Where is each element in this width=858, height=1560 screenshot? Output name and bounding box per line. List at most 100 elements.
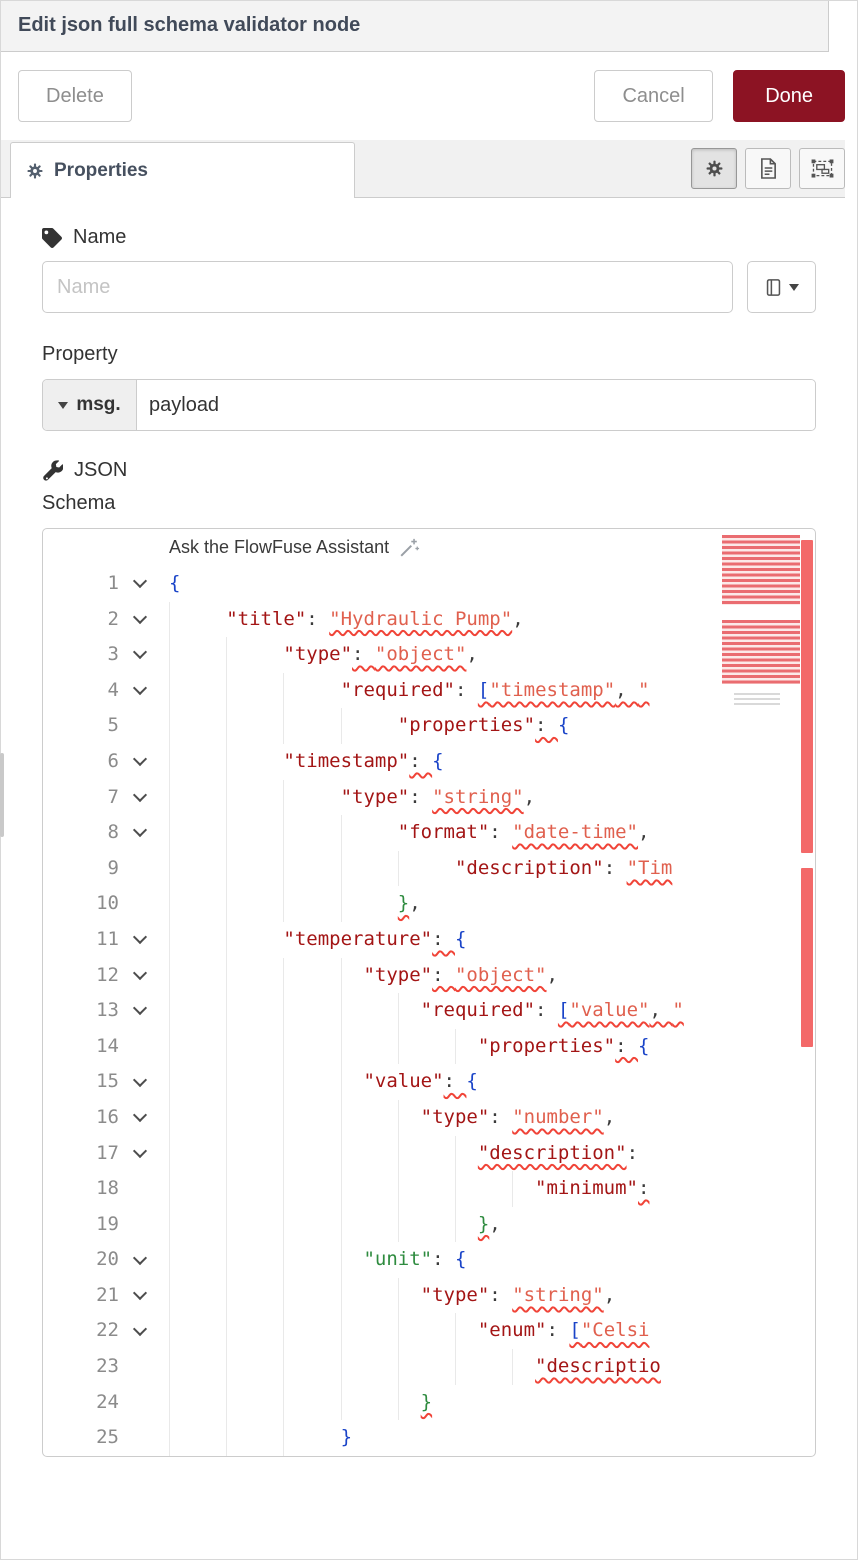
appearance-pane-button[interactable] xyxy=(799,148,845,189)
wrench-icon xyxy=(43,460,63,481)
code-line[interactable]: 24} xyxy=(43,1384,815,1421)
code-line[interactable]: 17"description": xyxy=(43,1135,815,1172)
code-line[interactable]: 16"type": "number", xyxy=(43,1099,815,1136)
edit-form: Name Property msg. JSON Schema Ask the F… xyxy=(0,226,858,1457)
code-line[interactable]: 2"title": "Hydraulic Pump", xyxy=(43,601,815,638)
fold-chevron-icon[interactable] xyxy=(119,958,161,994)
code-line[interactable]: 1{ xyxy=(43,566,815,602)
fold-chevron-icon[interactable] xyxy=(119,566,161,602)
code-line[interactable]: 14"properties": { xyxy=(43,1028,815,1065)
code-line[interactable]: 18"minimum": xyxy=(43,1171,815,1207)
indent-guide xyxy=(283,850,285,887)
code-line[interactable]: 23"descriptio xyxy=(43,1349,815,1385)
fold-chevron-icon[interactable] xyxy=(119,1278,161,1314)
indent-guide xyxy=(512,1171,514,1207)
line-number: 1 xyxy=(107,572,119,594)
minimap[interactable] xyxy=(722,530,800,706)
fold-chevron-icon[interactable] xyxy=(119,922,161,958)
fold-spacer xyxy=(119,1420,161,1456)
fold-chevron-icon[interactable] xyxy=(119,637,161,673)
indent-guide xyxy=(169,1384,170,1421)
indent-guide xyxy=(283,993,285,1029)
indent-guide xyxy=(340,815,342,851)
description-pane-button[interactable] xyxy=(745,148,791,189)
code-line[interactable]: 9"description": "Tim xyxy=(43,850,815,887)
indent-guide xyxy=(169,779,170,816)
code-line[interactable]: 11"temperature": { xyxy=(43,921,815,958)
code-line[interactable]: 21"type": "string", xyxy=(43,1277,815,1314)
code-text: "enum": ["Celsi xyxy=(169,1313,722,1350)
code-line[interactable]: 19}, xyxy=(43,1206,815,1243)
indent-guide xyxy=(283,1206,285,1243)
properties-pane-button[interactable] xyxy=(691,148,737,189)
fold-chevron-icon[interactable] xyxy=(119,780,161,816)
code-area[interactable]: 1{2"title": "Hydraulic Pump",3"type": "o… xyxy=(43,566,815,1456)
code-line[interactable]: 25} xyxy=(43,1420,815,1456)
page-scrollbar-thumb[interactable] xyxy=(0,753,4,837)
code-text: "type": "number", xyxy=(169,1099,722,1136)
done-button[interactable]: Done xyxy=(733,70,845,122)
fold-chevron-icon[interactable] xyxy=(119,602,161,638)
fold-chevron-icon[interactable] xyxy=(119,1064,161,1100)
property-label: Property xyxy=(42,343,118,365)
fold-chevron-icon[interactable] xyxy=(119,1136,161,1172)
indent-guide xyxy=(226,1384,228,1421)
fold-chevron-icon[interactable] xyxy=(119,815,161,851)
code-line[interactable]: 13"required": ["value", " xyxy=(43,993,815,1029)
dialog-header: Edit json full schema validator node xyxy=(0,0,829,52)
fold-chevron-icon[interactable] xyxy=(119,673,161,709)
line-number: 9 xyxy=(107,856,119,879)
fold-spacer xyxy=(119,1385,161,1421)
fold-chevron-icon[interactable] xyxy=(119,1242,161,1278)
code-line[interactable]: 5"properties": { xyxy=(43,708,815,744)
fold-chevron-icon[interactable] xyxy=(119,1313,161,1349)
code-line[interactable]: 12"type": "object", xyxy=(43,957,815,994)
indent-guide xyxy=(226,1420,228,1456)
code-text: }, xyxy=(169,886,722,922)
indent-guide xyxy=(283,1064,285,1100)
property-label-row: Property xyxy=(42,343,816,366)
indent-guide xyxy=(226,1135,228,1172)
code-line[interactable]: 10}, xyxy=(43,886,815,922)
code-line[interactable]: 3"type": "object", xyxy=(43,637,815,673)
indent-guide xyxy=(169,815,170,851)
toolbar-right-group: Cancel Done xyxy=(594,70,845,122)
code-line[interactable]: 20"unit": { xyxy=(43,1242,815,1278)
fold-chevron-icon[interactable] xyxy=(119,744,161,780)
indent-guide xyxy=(397,1277,399,1314)
code-line[interactable]: 4"required": ["timestamp", " xyxy=(43,672,815,709)
indent-guide xyxy=(169,1206,170,1243)
indent-guide xyxy=(340,708,342,744)
gear-icon xyxy=(27,163,43,178)
indent-guide xyxy=(397,1028,399,1065)
flowfuse-assistant-hint[interactable]: Ask the FlowFuse Assistant xyxy=(43,529,815,566)
indent-guide xyxy=(169,886,170,922)
code-line[interactable]: 22 "enum": ["Celsi xyxy=(43,1313,815,1350)
indent-guide xyxy=(226,815,228,851)
cancel-button[interactable]: Cancel xyxy=(594,70,713,122)
line-number: 24 xyxy=(96,1390,119,1413)
line-number: 25 xyxy=(96,1426,119,1449)
indent-guide xyxy=(226,743,228,780)
line-number: 3 xyxy=(107,643,119,666)
indent-guide xyxy=(226,1313,228,1350)
indent-guide xyxy=(169,957,170,994)
code-line[interactable]: 6"timestamp": { xyxy=(43,743,815,780)
json-schema-editor[interactable]: Ask the FlowFuse Assistant 1{2"title": "… xyxy=(42,528,816,1457)
code-line[interactable]: 8"format": "date-time", xyxy=(43,815,815,851)
line-number: 22 xyxy=(96,1319,119,1342)
indent-guide xyxy=(169,1099,170,1136)
code-line[interactable]: 15"value": { xyxy=(43,1064,815,1100)
indent-guide xyxy=(340,1064,342,1100)
delete-button[interactable]: Delete xyxy=(18,70,132,122)
overview-ruler[interactable] xyxy=(800,530,814,1456)
fold-chevron-icon[interactable] xyxy=(119,993,161,1029)
property-value-input[interactable] xyxy=(137,380,815,430)
indent-guide xyxy=(169,1313,170,1350)
fold-chevron-icon[interactable] xyxy=(119,1100,161,1136)
tab-properties[interactable]: Properties xyxy=(10,142,355,198)
code-line[interactable]: 7"type": "string", xyxy=(43,779,815,816)
property-type-select[interactable]: msg. xyxy=(43,380,137,430)
name-library-button[interactable] xyxy=(747,261,816,313)
name-input[interactable] xyxy=(42,261,733,313)
